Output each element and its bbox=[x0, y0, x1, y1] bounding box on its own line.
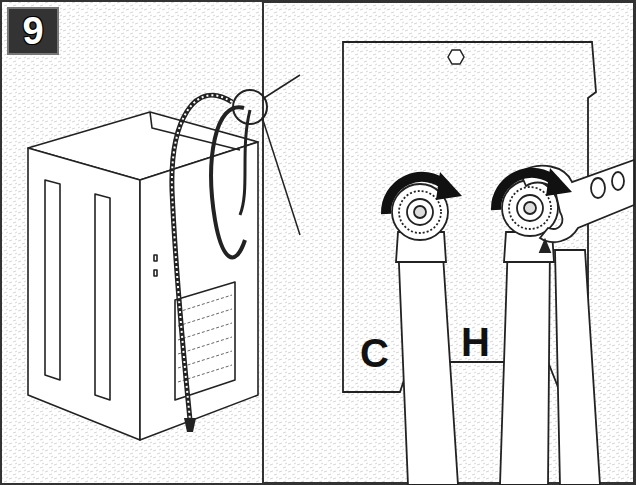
step-number: 9 bbox=[22, 12, 43, 50]
hoses-back bbox=[172, 95, 250, 432]
turn-arrow bbox=[386, 168, 572, 214]
valve-letter: C bbox=[360, 333, 389, 373]
washer-cabinet bbox=[28, 112, 258, 440]
cold-hose bbox=[392, 184, 458, 485]
valve-letter: H bbox=[461, 322, 490, 362]
step-number-box: 9 bbox=[7, 7, 59, 55]
zoom-leader bbox=[262, 75, 300, 235]
hex-nut bbox=[448, 50, 464, 64]
